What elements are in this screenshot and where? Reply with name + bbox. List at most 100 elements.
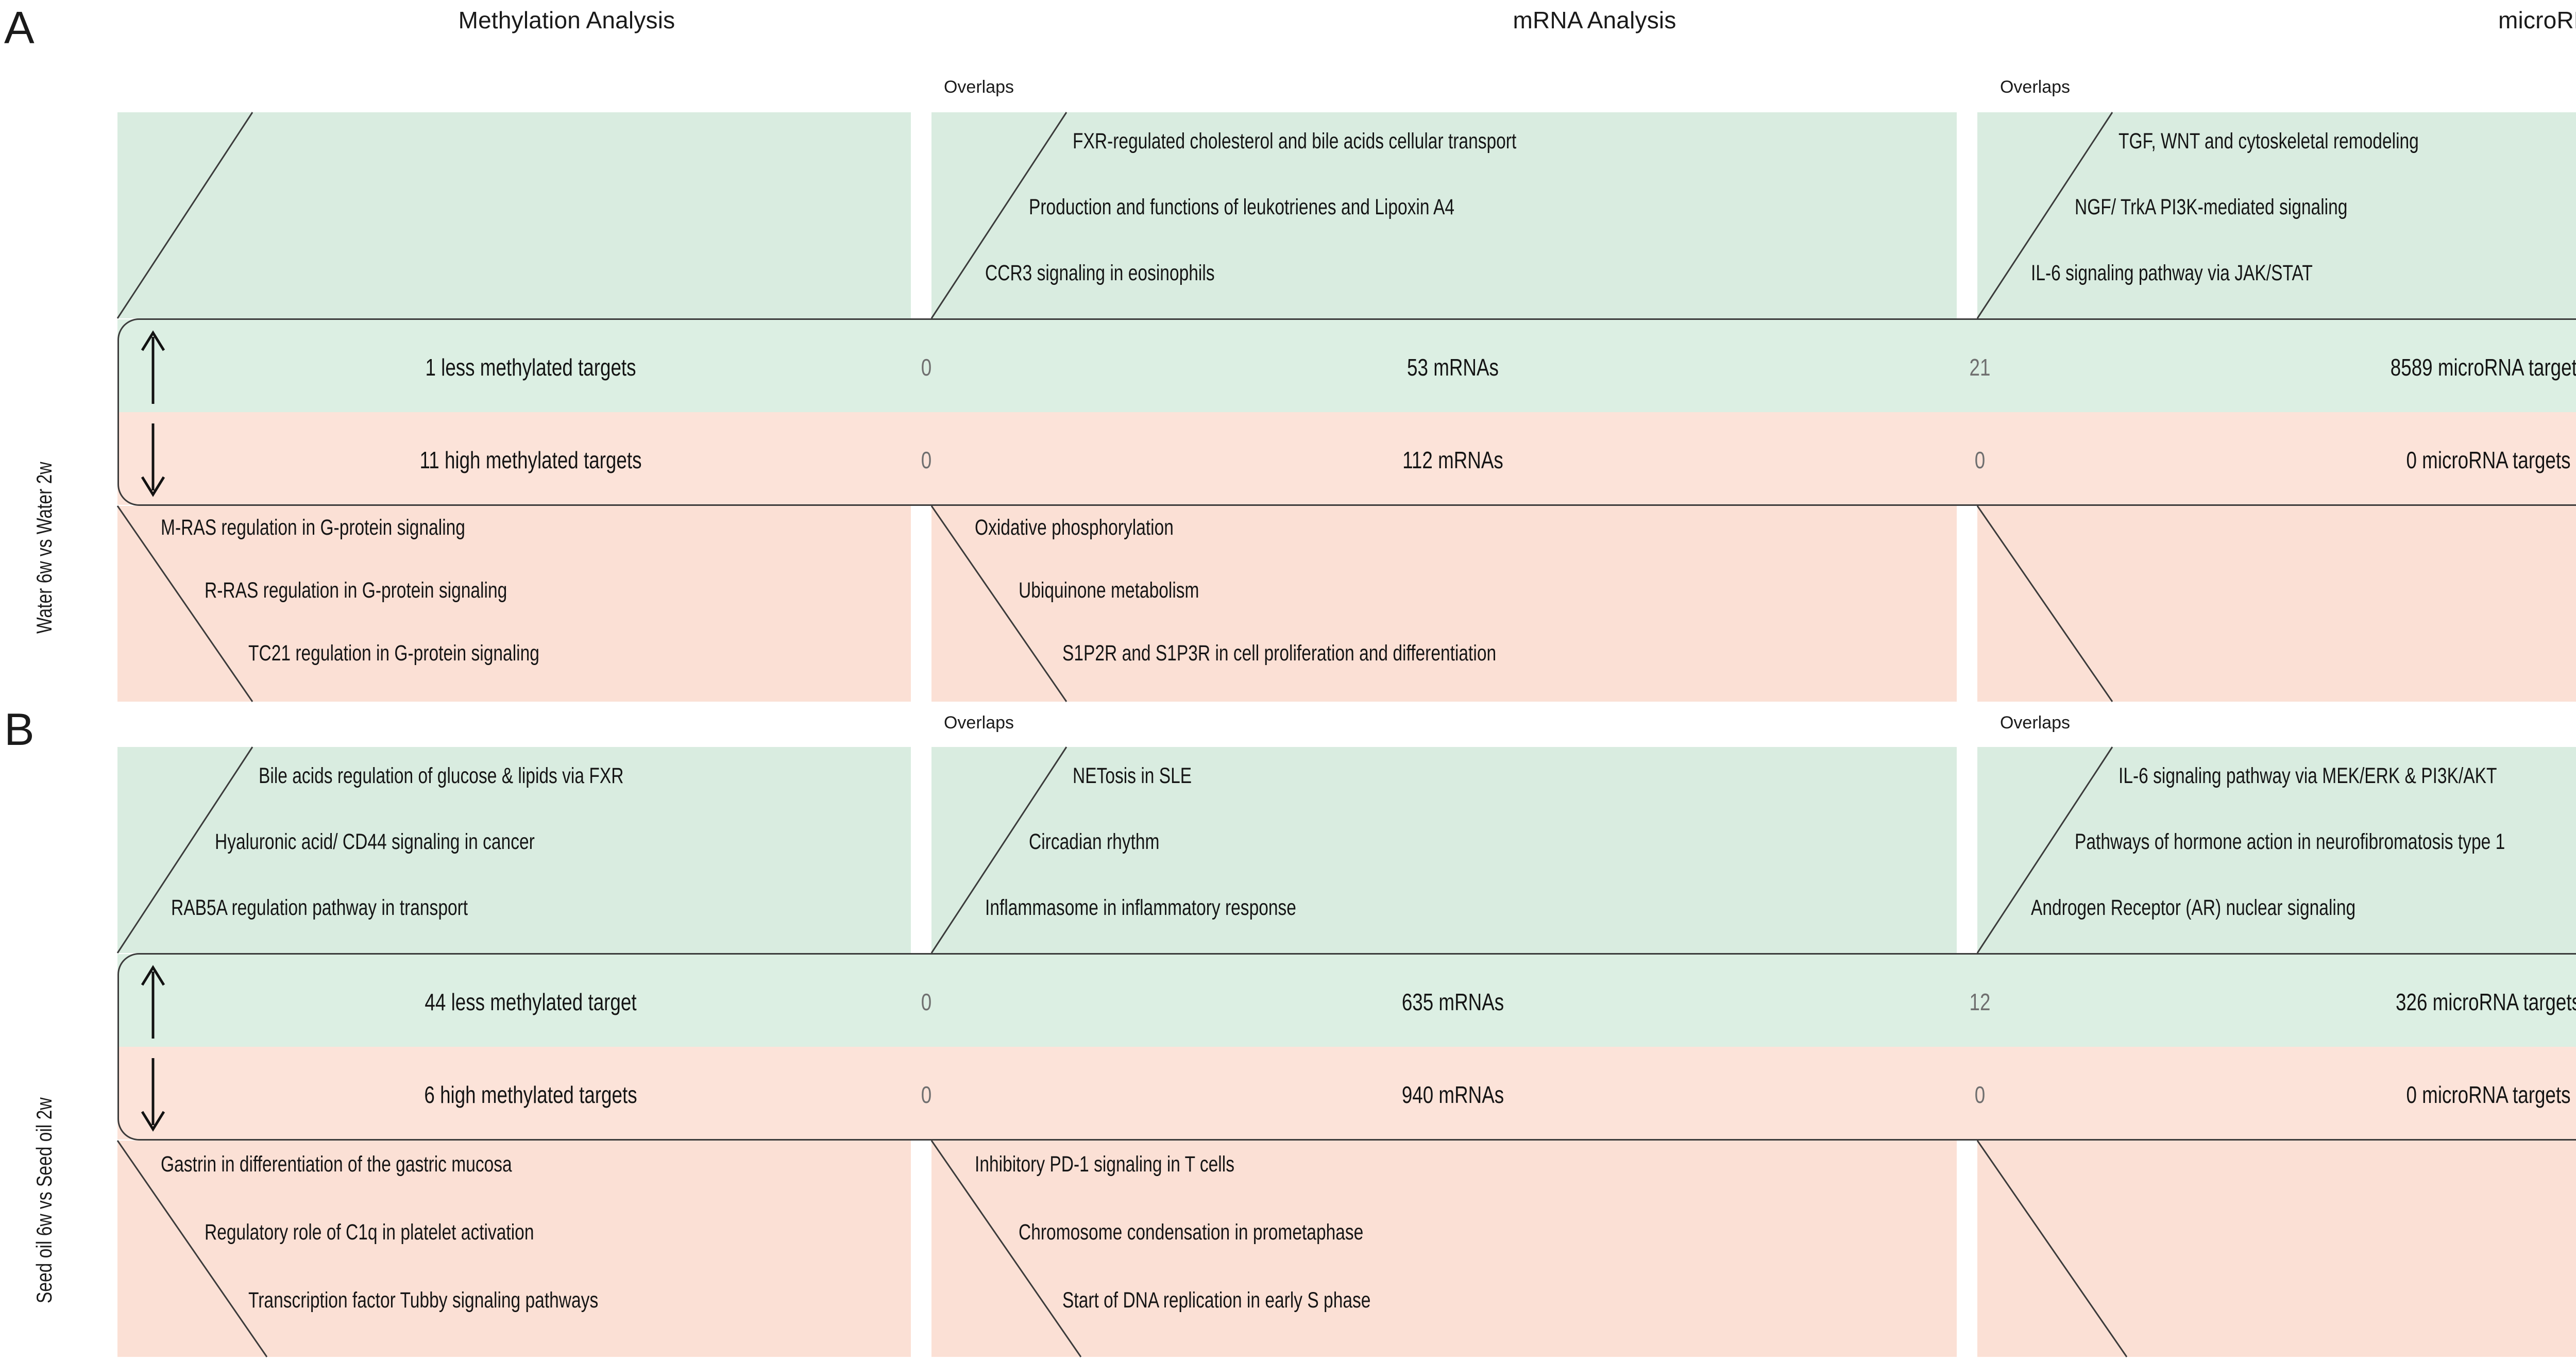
panel-a-up-pathway-microrna-3: IL-6 signaling pathway via JAK/STAT: [2031, 261, 2313, 285]
panel-a-up-row-methylation: [117, 319, 911, 412]
panel-b-down-row-methylation: [117, 1047, 911, 1140]
panel-a-up-diagonal-microrna: [1976, 112, 2113, 319]
panel-b-up-row-microrna: [1995, 954, 2576, 1047]
overlaps-label-a-left: Overlaps: [943, 77, 1014, 97]
panel-b-up-diagonal-methylation: [116, 746, 253, 954]
panel-a-down-value-methylation: 11 high methylated targets: [419, 447, 642, 473]
panel-b-up-pathways-microrna-block: [1977, 747, 2576, 953]
panel-b-up-pathway-methylation-1: Bile acids regulation of glucose & lipid…: [259, 763, 624, 788]
panel-letter-a: A: [4, 2, 35, 53]
panel-b-down-value-methylation: 6 high methylated targets: [424, 1081, 637, 1108]
panel-a-down-pathways-methylation-block: [117, 506, 911, 702]
panel-a-down-pathways-mrna-block: [931, 506, 1957, 702]
overlaps-label-b-right: Overlaps: [1999, 713, 2071, 733]
panel-a-up-arrow-left: [138, 330, 168, 405]
panel-a-down-arrow-left: [138, 422, 168, 498]
overlaps-label-a-right: Overlaps: [1999, 77, 2071, 97]
panel-a-up-pathway-mrna-1: FXR-regulated cholesterol and bile acids…: [1073, 129, 1517, 154]
panel-a-up-value-microrna: 8589 microRNA targets: [2390, 354, 2576, 381]
panel-a-up-overlap-left: 0: [921, 354, 932, 381]
panel-a-up-overlap-right: 21: [1969, 354, 1991, 381]
panel-a-down-overlap-right: 0: [1974, 447, 1986, 473]
panel-a-down-pathway-methylation-2: R-RAS regulation in G-protein signaling: [205, 578, 507, 603]
panel-a-up-row-overlap-left: [911, 319, 942, 412]
panel-b-down-pathways-mrna-block: [931, 1141, 1957, 1357]
panel-b-down-pathway-mrna-1: Inhibitory PD-1 signaling in T cells: [975, 1152, 1234, 1177]
panel-b-down-overlap-left: 0: [921, 1081, 932, 1108]
panel-a-down-row-microrna: [1995, 412, 2576, 505]
panel-a-up-pathways-mrna-block: [931, 112, 1957, 318]
panel-b-down-row-overlap-right: [1964, 1047, 1995, 1140]
panel-a-down-pathway-mrna-2: Ubiquinone metabolism: [1019, 578, 1199, 603]
panel-a-down-diagonal-methylation: [116, 505, 253, 702]
panel-b-down-diagonal-methylation: [116, 1140, 268, 1357]
panel-b-down-overlap-right: 0: [1974, 1081, 1986, 1108]
panel-b-up-arrow-left: [138, 964, 168, 1040]
panel-b-down-pathway-mrna-2: Chromosome condensation in prometaphase: [1019, 1220, 1364, 1245]
panel-a-down-pathway-mrna-3: S1P2R and S1P3R in cell proliferation an…: [1062, 641, 1497, 666]
panel-b-up-overlap-left: 0: [921, 989, 932, 1015]
panel-a-down-row-overlap-right: [1964, 412, 1995, 505]
panel-b-up-diagonal-microrna: [1976, 746, 2113, 954]
panel-a-up-diagonal-mrna: [930, 112, 1067, 319]
panel-b-up-pathway-mrna-2: Circadian rhythm: [1029, 829, 1160, 854]
overlaps-label-b-left: Overlaps: [943, 713, 1014, 733]
panel-a-up-pathway-microrna-1: TGF, WNT and cytoskeletal remodeling: [2119, 129, 2419, 154]
panel-letter-b: B: [4, 704, 35, 755]
panel-b-up-row-overlap-left: [911, 954, 942, 1047]
panel-a-up-row-overlap-right: [1964, 319, 1995, 412]
panel-b-up-pathway-mrna-1: NETosis in SLE: [1073, 763, 1192, 788]
panel-a-down-diagonal-microrna: [1976, 505, 2113, 702]
panel-a-up-pathway-mrna-3: CCR3 signaling in eosinophils: [985, 261, 1215, 285]
row-label-a: Water 6w vs Water 2w: [32, 462, 56, 634]
panel-b-up-value-microrna: 326 microRNA targets: [2396, 989, 2576, 1015]
panel-b-down-arrow-left: [138, 1057, 168, 1132]
row-label-b: Seed oil 6w vs Seed oil 2w: [32, 1097, 56, 1303]
panel-a-down-row-methylation: [117, 412, 911, 505]
panel-b-up-value-mrna: 635 mRNAs: [1401, 989, 1504, 1015]
panel-b-up-row-overlap-right: [1964, 954, 1995, 1047]
column-header-microrna: microRNA Analysis: [2498, 7, 2576, 33]
panel-a-down-value-mrna: 112 mRNAs: [1402, 447, 1503, 473]
panel-b-down-pathway-methylation-2: Regulatory role of C1q in platelet activ…: [205, 1220, 534, 1245]
panel-a-up-row-mrna: [942, 319, 1964, 412]
panel-b-down-value-microrna: 0 microRNA targets: [2406, 1081, 2571, 1108]
panel-b-up-pathway-methylation-3: RAB5A regulation pathway in transport: [171, 895, 468, 920]
panel-b-down-pathways-microrna-block: [1977, 1141, 2576, 1357]
panel-a-up-value-methylation: 1 less methylated targets: [425, 354, 636, 381]
panel-a-up-diagonal-methylation: [116, 112, 253, 319]
column-header-methylation: Methylation Analysis: [458, 7, 675, 33]
panel-b-up-value-methylation: 44 less methylated target: [425, 989, 637, 1015]
panel-a-up-pathway-mrna-2: Production and functions of leukotrienes…: [1029, 195, 1455, 219]
panel-b-up-pathway-microrna-1: IL-6 signaling pathway via MEK/ERK & PI3…: [2119, 763, 2497, 788]
panel-a-up-value-mrna: 53 mRNAs: [1407, 354, 1499, 381]
column-header-mrna: mRNA Analysis: [1513, 7, 1676, 33]
panel-b-down-diagonal-mrna: [930, 1140, 1082, 1357]
panel-a-down-row-overlap-left: [911, 412, 942, 505]
panel-b-down-row-overlap-left: [911, 1047, 942, 1140]
panel-b-down-row-mrna: [942, 1047, 1964, 1140]
panel-a-down-overlap-left: 0: [921, 447, 932, 473]
panel-a-up-row-microrna: [1995, 319, 2576, 412]
panel-b-up-diagonal-mrna: [930, 746, 1067, 954]
panel-b-down-pathway-methylation-1: Gastrin in differentiation of the gastri…: [161, 1152, 512, 1177]
panel-b-up-pathway-microrna-2: Pathways of hormone action in neurofibro…: [2075, 829, 2505, 854]
panel-b-down-pathways-methylation-block: [117, 1141, 911, 1357]
panel-b-down-pathway-mrna-3: Start of DNA replication in early S phas…: [1062, 1288, 1371, 1313]
panel-b-down-pathway-methylation-3: Transcription factor Tubby signaling pat…: [248, 1288, 599, 1313]
panel-b-up-overlap-right: 12: [1969, 989, 1991, 1015]
panel-a-down-pathway-methylation-1: M-RAS regulation in G-protein signaling: [161, 515, 465, 540]
panel-a-down-pathways-microrna-block: [1977, 506, 2576, 702]
panel-b-down-row-microrna: [1995, 1047, 2576, 1140]
panel-a-down-pathway-mrna-1: Oxidative phosphorylation: [975, 515, 1174, 540]
panel-b-up-pathway-microrna-3: Androgen Receptor (AR) nuclear signaling: [2031, 895, 2356, 920]
panel-a-down-pathway-methylation-3: TC21 regulation in G-protein signaling: [248, 641, 539, 666]
panel-b-up-pathways-mrna-block: [931, 747, 1957, 953]
panel-b-up-row-methylation: [117, 954, 911, 1047]
panel-a-down-value-microrna: 0 microRNA targets: [2406, 447, 2571, 473]
panel-b-down-value-mrna: 940 mRNAs: [1401, 1081, 1504, 1108]
panel-a-up-pathways-microrna-block: [1977, 112, 2576, 318]
panel-b-up-pathway-methylation-2: Hyaluronic acid/ CD44 signaling in cance…: [215, 829, 535, 854]
panel-a-down-diagonal-mrna: [930, 505, 1067, 702]
